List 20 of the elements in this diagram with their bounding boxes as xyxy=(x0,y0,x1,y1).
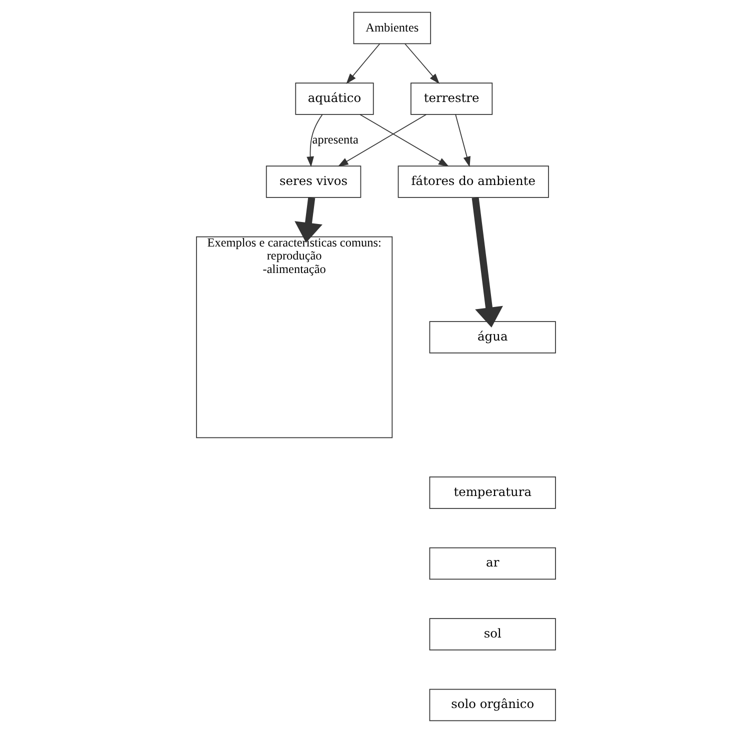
arrow xyxy=(454,114,470,168)
node-box: Ambientes xyxy=(352,12,431,44)
edge-label: apresenta xyxy=(312,132,358,146)
arrow xyxy=(404,43,440,84)
node-box: sol xyxy=(428,618,556,650)
arrow xyxy=(346,43,380,84)
node-box: água xyxy=(428,321,556,354)
node-box: temperatura xyxy=(428,476,556,509)
node-box: seres vivos xyxy=(265,166,361,198)
node-box: fátores do ambiente xyxy=(397,166,548,198)
arrow xyxy=(337,114,426,167)
node-box: Exemplos e características comuns: reprodução -alimentação xyxy=(196,236,392,438)
arrow xyxy=(306,114,322,168)
node-box: ar xyxy=(428,547,556,580)
node-box: solo orgânico xyxy=(428,688,556,722)
arrow xyxy=(359,114,448,167)
arrow xyxy=(294,197,322,243)
node-box: terrestre xyxy=(410,82,492,115)
node-box: aquático xyxy=(294,82,374,115)
arrow xyxy=(471,197,502,328)
